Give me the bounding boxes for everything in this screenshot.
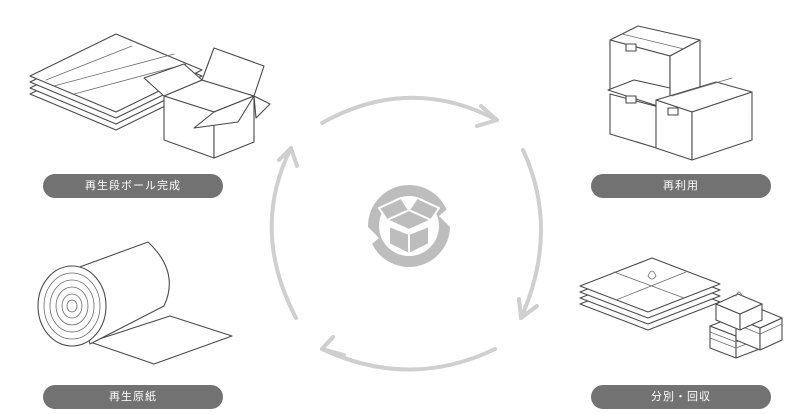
arrow-bottom [322,349,495,370]
arrow-left [272,148,296,318]
arrow-right [521,150,541,318]
arrow-top [322,98,497,123]
recycle-box-icon [363,185,455,267]
stacked-boxes-icon [604,4,754,162]
label-reuse: 再利用 [591,174,771,198]
label-recycled-base-paper: 再生原紙 [43,385,223,409]
label-sort-collect: 分別・回収 [591,385,771,409]
bundled-cardboard-icon [576,252,786,372]
flat-cardboard-and-box-icon [24,26,274,171]
label-recycled-cardboard: 再生段ボール完成 [43,174,223,198]
paper-roll-icon [30,232,235,382]
